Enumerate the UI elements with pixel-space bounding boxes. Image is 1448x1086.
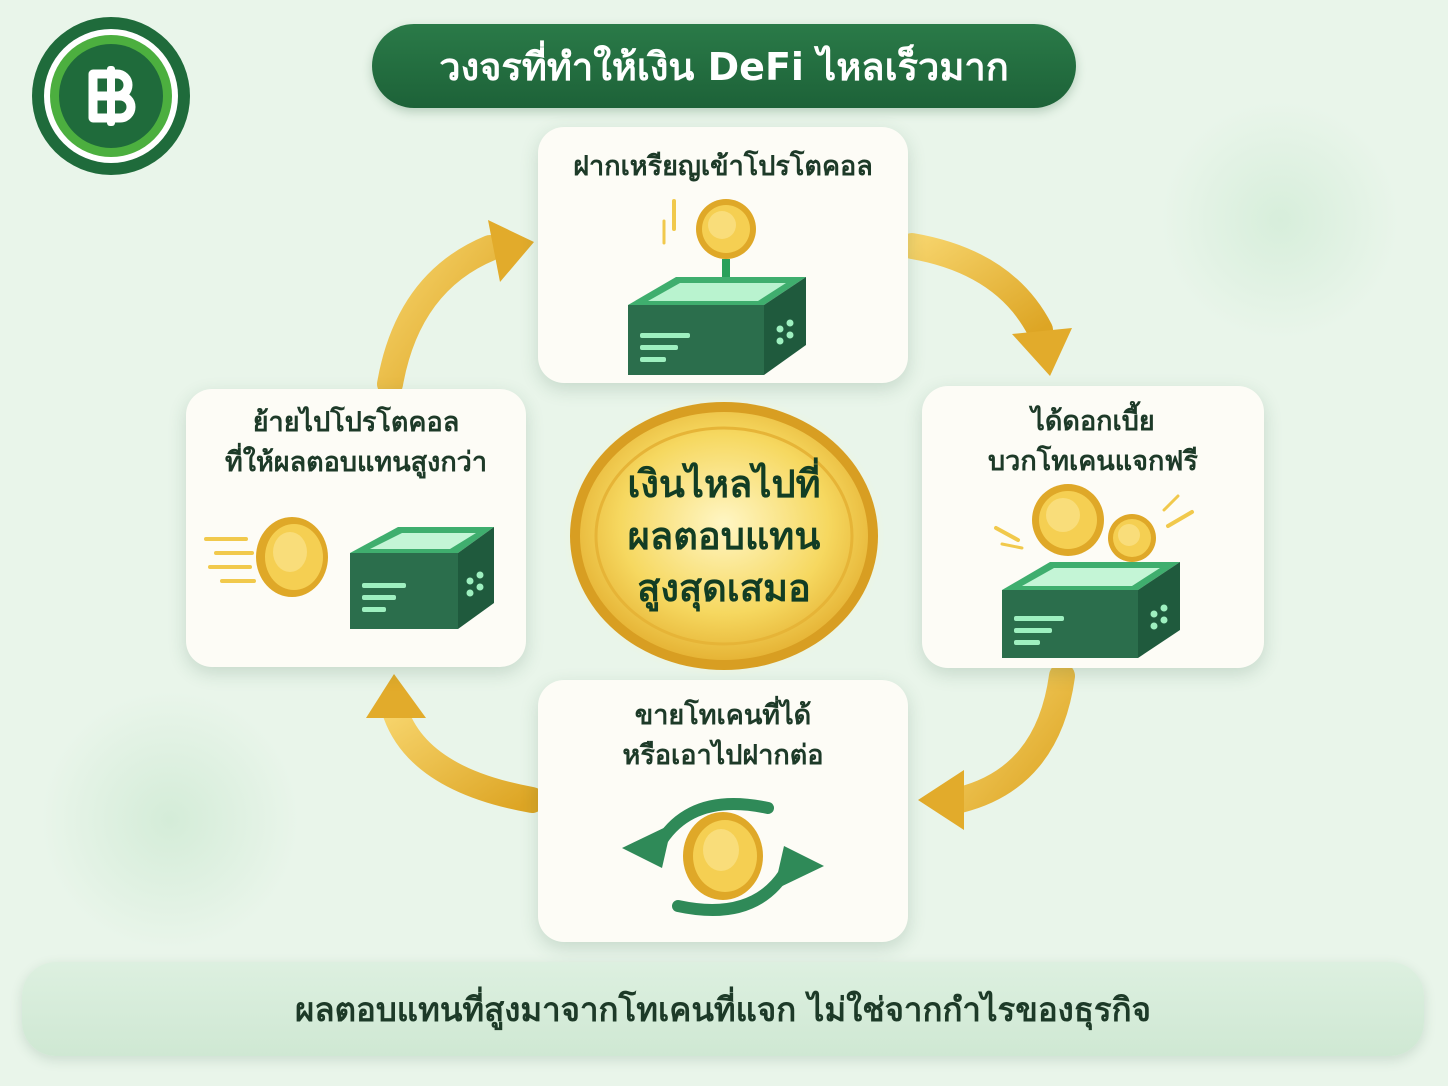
logo (32, 17, 190, 175)
step-label: ขายโทเคนที่ได้ หรือเอาไปฝากต่อ (622, 700, 824, 771)
step-card-sell: ขายโทเคนที่ได้ หรือเอาไปฝากต่อ (538, 680, 908, 942)
step-label: ฝากเหรียญเข้าโปรโตคอล (573, 151, 873, 182)
swap-coin-illustration (622, 798, 824, 916)
reward-box-illustration (994, 484, 1194, 658)
step-card-move: ย้ายไปโปรโตคอล ที่ให้ผลตอบแทนสูงกว่า (186, 389, 526, 667)
page-title: วงจรที่ทำให้เงิน DeFi ไหลเร็วมาก (372, 24, 1076, 108)
footer-note: ผลตอบแทนที่สูงมาจากโทเคนที่แจก ไม่ใช่จาก… (22, 962, 1424, 1056)
arrow-bottom-right (918, 663, 1075, 830)
step-label: ได้ดอกเบี้ย บวกโทเคนแจกฟรี (988, 406, 1198, 477)
background-glow-left (40, 690, 300, 950)
step-card-earn: ได้ดอกเบี้ย บวกโทเคนแจกฟรี (922, 386, 1264, 668)
arrow-top-right (899, 233, 1072, 376)
center-coin (563, 395, 885, 677)
center-message: เงินไหลไปที่ ผลตอบแทน สูงสุดเสมอ (627, 462, 821, 610)
move-coin-illustration (204, 517, 494, 629)
background-glow-right (1160, 100, 1400, 340)
baht-icon (59, 44, 163, 148)
step-card-deposit: ฝากเหรียญเข้าโปรโตคอล (538, 127, 908, 383)
arrow-top-left (377, 220, 534, 397)
arrow-bottom-left (366, 674, 545, 813)
step-label: ย้ายไปโปรโตคอล ที่ให้ผลตอบแทนสูงกว่า (224, 407, 488, 478)
deposit-box-illustration (628, 199, 806, 375)
